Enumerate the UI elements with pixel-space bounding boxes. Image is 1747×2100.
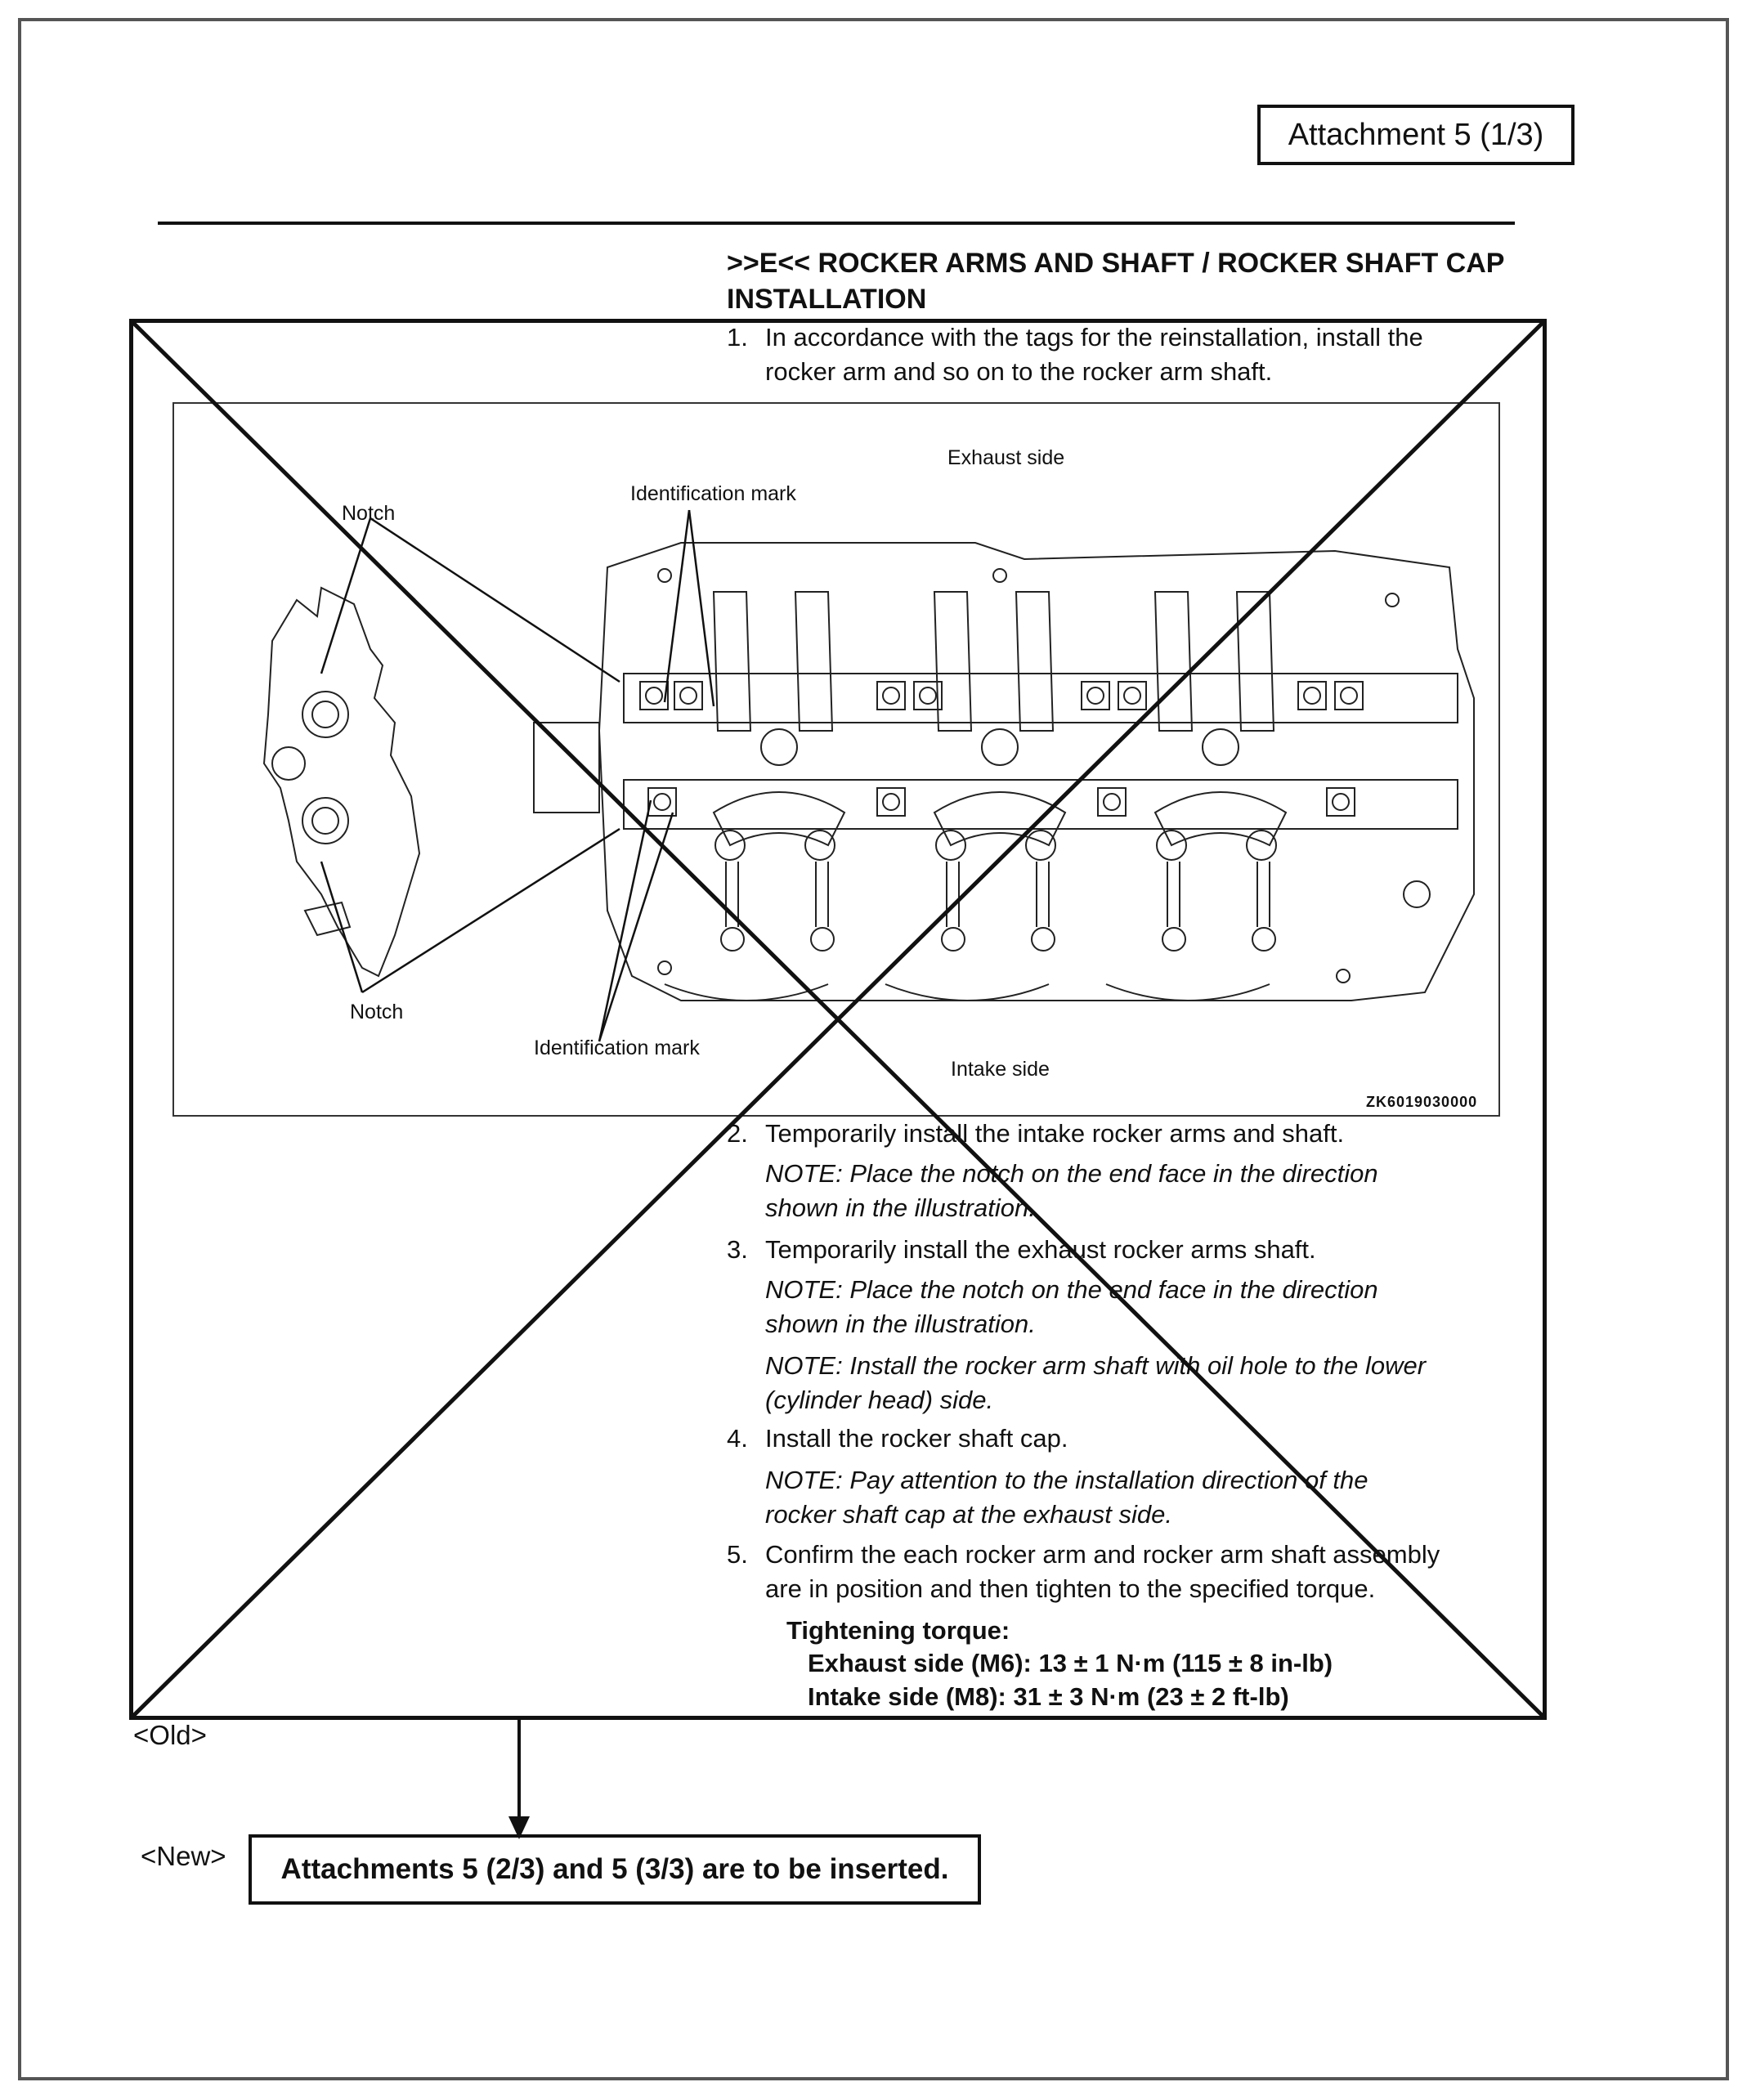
torque-heading: Tightening torque:: [786, 1616, 1010, 1645]
notch-label-top: Notch: [342, 502, 396, 525]
down-arrow-icon: [508, 1720, 530, 1839]
note-text: NOTE: Place the notch on the end face in…: [765, 1275, 1378, 1304]
note-text: shown in the illustration.: [765, 1193, 1036, 1222]
step-text: are in position and then tighten to the …: [765, 1574, 1376, 1603]
step-number: 5.: [727, 1540, 748, 1569]
section-title: >>E<< ROCKER ARMS AND SHAFT / ROCKER SHA…: [727, 245, 1544, 317]
new-notice-box: Attachments 5 (2/3) and 5 (3/3) are to b…: [249, 1834, 981, 1905]
new-label: <New>: [141, 1841, 226, 1871]
step-number: 2.: [727, 1119, 748, 1148]
torque-exhaust: Exhaust side (M6): 13 ± 1 N·m (115 ± 8 i…: [808, 1649, 1333, 1677]
step-3-note-2: NOTE: Install the rocker arm shaft with …: [765, 1349, 1426, 1417]
note-text: shown in the illustration.: [765, 1310, 1036, 1338]
step-2-note: NOTE: Place the notch on the end face in…: [765, 1157, 1378, 1225]
note-text: NOTE: Install the rocker arm shaft with …: [765, 1351, 1427, 1380]
attachment-badge: Attachment 5 (1/3): [1257, 105, 1575, 165]
step-text: Install the rocker shaft cap.: [765, 1424, 1068, 1453]
figure-code: ZK6019030000: [1366, 1094, 1478, 1110]
step-text: Temporarily install the intake rocker ar…: [765, 1119, 1345, 1148]
intake-side-label: Intake side: [951, 1058, 1050, 1081]
step-text: In accordance with the tags for the rein…: [765, 323, 1423, 351]
step-number: 3.: [727, 1235, 748, 1264]
step-number: 4.: [727, 1424, 748, 1453]
section-title-line2: INSTALLATION: [727, 284, 927, 315]
step-text: rocker arm and so on to the rocker arm s…: [765, 357, 1273, 386]
torque-intake: Intake side (M8): 31 ± 3 N·m (23 ± 2 ft-…: [808, 1682, 1289, 1711]
identification-mark-label-bottom: Identification mark: [534, 1037, 700, 1059]
note-text: rocker shaft cap at the exhaust side.: [765, 1500, 1172, 1529]
step-4-note: NOTE: Pay attention to the installation …: [765, 1463, 1368, 1532]
notch-label-bottom: Notch: [350, 1001, 404, 1023]
note-text: NOTE: Pay attention to the installation …: [765, 1466, 1368, 1494]
note-text: (cylinder head) side.: [765, 1386, 994, 1414]
rocker-arm-illustration: Exhaust side Notch Identification mark N…: [172, 402, 1500, 1117]
exhaust-side-label: Exhaust side: [947, 446, 1065, 469]
step-text: Temporarily install the exhaust rocker a…: [765, 1235, 1316, 1264]
old-label: <Old>: [133, 1720, 207, 1750]
identification-mark-label-top: Identification mark: [630, 482, 796, 505]
section-title-line1: >>E<< ROCKER ARMS AND SHAFT / ROCKER SHA…: [727, 248, 1505, 279]
page-frame: [18, 18, 1729, 2080]
step-number: 1.: [727, 323, 748, 351]
top-rule: [158, 222, 1515, 225]
step-3-note-1: NOTE: Place the notch on the end face in…: [765, 1273, 1378, 1341]
step-text: Confirm the each rocker arm and rocker a…: [765, 1540, 1440, 1569]
note-text: NOTE: Place the notch on the end face in…: [765, 1159, 1378, 1188]
